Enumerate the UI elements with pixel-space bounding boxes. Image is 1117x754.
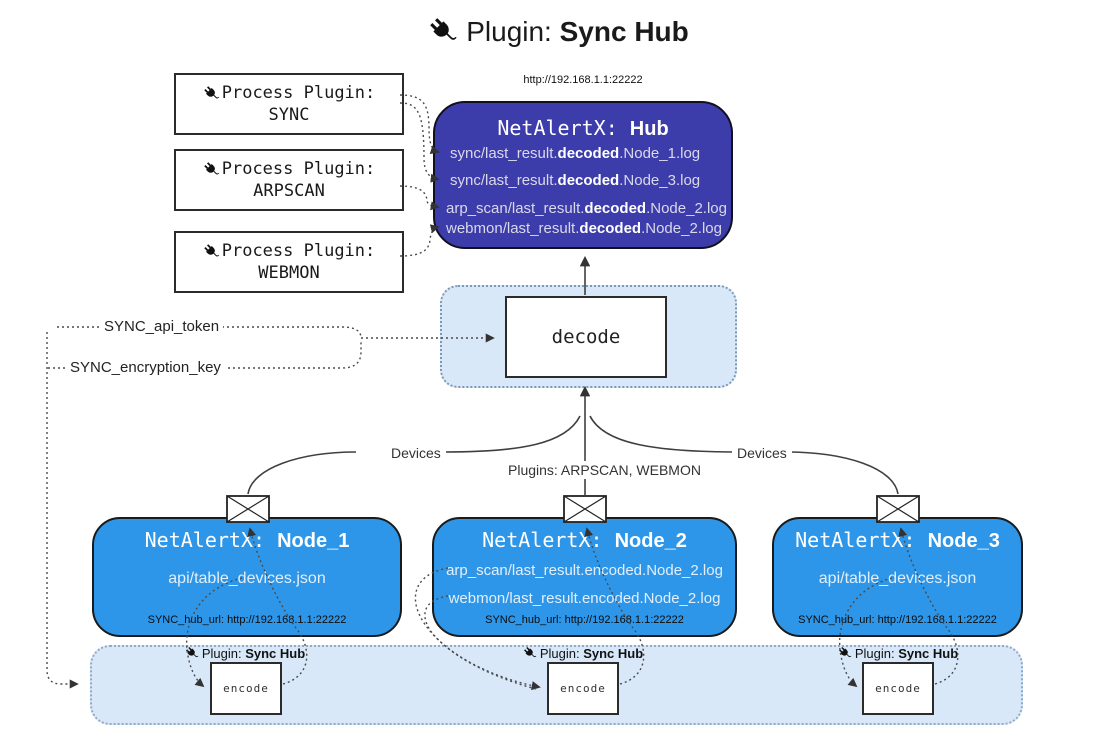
node-2-box: NetAlertX: Node_2 arp_scan/last_result.e…	[432, 517, 737, 637]
log-bold: decoded	[579, 220, 642, 237]
envelope-icon	[876, 495, 920, 528]
node-file: api/table_devices.json	[168, 570, 326, 587]
hub-log-line: webmon/last_result.decoded.Node_2.log	[446, 220, 722, 238]
band-plugin-prefix: Plugin:	[201, 646, 246, 661]
hub-log-line: arp_scan/last_result.decoded.Node_2.log	[446, 200, 727, 218]
edge-encryption-to-band	[46, 332, 79, 689]
node-title: NetAlertX: Node_2	[434, 528, 735, 553]
band-plugin-prefix: Plugin:	[854, 646, 899, 661]
log-pre: sync/last_result.	[450, 172, 558, 189]
page-title: Plugin: Sync Hub	[0, 16, 1117, 48]
process-plugin-name: ARPSCAN	[253, 181, 325, 201]
band-plugin-name: Sync Hub	[245, 646, 306, 661]
log-post: .Node_1.log	[619, 145, 701, 162]
node-title-prefix: NetAlertX:	[144, 528, 278, 552]
encode-label: encode	[223, 682, 269, 695]
hub-title-prefix: NetAlertX:	[497, 116, 630, 140]
band-plugin-label: Plugin: Sync Hub	[145, 646, 345, 661]
band-plugin-name: Sync Hub	[898, 646, 959, 661]
log-pre: webmon/last_result.	[446, 220, 580, 237]
envelope-icon	[226, 495, 270, 528]
devices-right-label: Devices	[732, 444, 792, 462]
plug-icon	[430, 18, 457, 40]
node-title-prefix: NetAlertX:	[795, 528, 928, 552]
title-prefix: Plugin:	[466, 16, 552, 47]
process-plugin-label: Process Plugin:	[221, 83, 376, 103]
node-title-prefix: NetAlertX:	[482, 528, 615, 552]
node-hub-url: SYNC_hub_url: http://192.168.1.1:22222	[147, 614, 347, 626]
hub-box: NetAlertX: Hub sync/last_result.decoded.…	[433, 101, 733, 249]
hub-log-line: sync/last_result.decoded.Node_3.log	[450, 172, 700, 190]
encode-box: encode	[547, 662, 619, 715]
band-plugin-name: Sync Hub	[583, 646, 644, 661]
node-hub-url: SYNC_hub_url: http://192.168.1.1:22222	[798, 614, 997, 626]
process-plugin-label: Process Plugin:	[221, 159, 376, 179]
hub-log-line: sync/last_result.decoded.Node_1.log	[450, 145, 700, 163]
log-pre: arp_scan/last_result.	[446, 200, 585, 217]
plug-icon	[523, 647, 537, 658]
decode-label: decode	[551, 326, 621, 348]
log-bold: decoded	[557, 172, 620, 189]
node-title-name: Node_3	[927, 530, 1000, 552]
config-encryption-key-label: SYNC_encryption_key	[66, 359, 225, 376]
band-plugin-label: Plugin: Sync Hub	[483, 646, 683, 661]
config-api-token-label: SYNC_api_token	[100, 318, 224, 335]
node-title: NetAlertX: Node_1	[94, 528, 400, 553]
process-plugin-sync: Process Plugin: SYNC	[174, 73, 404, 135]
node-file: webmon/last_result.encoded.Node_2.log	[448, 590, 721, 607]
log-post: .Node_3.log	[619, 172, 701, 189]
plug-icon	[203, 85, 219, 98]
node-3-box: NetAlertX: Node_3 api/table_devices.json…	[772, 517, 1023, 637]
edge-webmon-to-hub	[399, 224, 440, 257]
devices-left-label: Devices	[386, 444, 446, 462]
process-plugin-webmon: Process Plugin: WEBMON	[174, 231, 404, 293]
node-file: arp_scan/last_result.encoded.Node_2.log	[446, 562, 723, 579]
process-plugin-label: Process Plugin:	[221, 241, 376, 261]
encode-label: encode	[560, 682, 606, 695]
node-hub-url: SYNC_hub_url: http://192.168.1.1:22222	[485, 614, 684, 626]
log-post: .Node_2.log	[641, 220, 722, 237]
plug-icon	[203, 161, 219, 174]
plug-icon	[185, 647, 199, 658]
node-title-name: Node_1	[277, 530, 350, 552]
log-post: .Node_2.log	[646, 200, 727, 217]
encode-box: encode	[862, 662, 934, 715]
node-title-name: Node_2	[614, 530, 687, 552]
plugins-middle-label: Plugins: ARPSCAN, WEBMON	[503, 461, 706, 479]
log-bold: decoded	[584, 200, 647, 217]
log-pre: sync/last_result.	[450, 145, 558, 162]
node-title: NetAlertX: Node_3	[774, 528, 1021, 553]
decode-box: decode	[505, 296, 667, 378]
hub-title-name: Hub	[629, 118, 669, 140]
node-1-box: NetAlertX: Node_1 api/table_devices.json…	[92, 517, 402, 637]
hub-url: http://192.168.1.1:22222	[523, 74, 643, 86]
plug-icon	[203, 243, 219, 256]
envelope-icon	[563, 495, 607, 528]
band-plugin-label: Plugin: Sync Hub	[798, 646, 998, 661]
hub-title: NetAlertX: Hub	[435, 116, 731, 141]
encode-box: encode	[210, 662, 282, 715]
node-file: api/table_devices.json	[818, 570, 977, 587]
log-bold: decoded	[557, 145, 620, 162]
process-plugin-name: SYNC	[268, 105, 310, 125]
plug-icon	[838, 647, 852, 658]
process-plugin-name: WEBMON	[258, 263, 320, 283]
process-plugin-arpscan: Process Plugin: ARPSCAN	[174, 149, 404, 211]
encode-label: encode	[875, 682, 921, 695]
title-name: Sync Hub	[559, 16, 689, 47]
band-plugin-prefix: Plugin:	[539, 646, 584, 661]
